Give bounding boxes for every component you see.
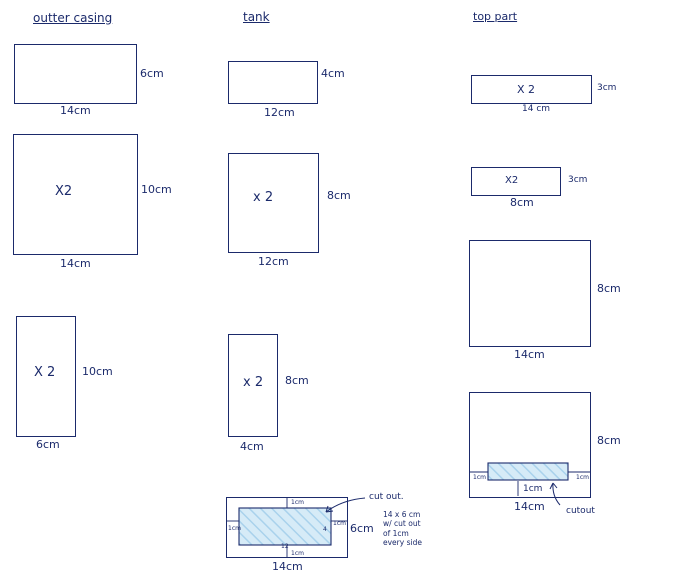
top-part-piece-1-width: 14 cm (522, 104, 551, 114)
outer-casing-piece-1 (14, 44, 137, 104)
top-part-cutout-margin-right: 1cm (576, 474, 589, 481)
outer-casing-piece-3 (16, 316, 76, 437)
tank-title: tank (243, 10, 270, 24)
outer-casing-piece-2-width: 14cm (60, 257, 91, 270)
top-part-cutout-height: 8cm (597, 434, 621, 447)
tank-cutout-margin-right: 1cm (333, 520, 346, 527)
tank-piece-2-count: x 2 (253, 190, 274, 205)
tank-cutout-width: 14cm (272, 560, 303, 573)
tank-piece-2-width: 12cm (258, 255, 289, 268)
tank-cutout-note: 14 x 6 cm w/ cut out of 1cm every side (383, 510, 422, 548)
top-part-piece-3-height: 8cm (597, 282, 621, 295)
outer-casing-piece-2-count: X2 (55, 184, 73, 199)
top-part-piece-3-width: 14cm (514, 348, 545, 361)
tank-piece-3-width: 4cm (240, 440, 264, 453)
top-part-piece-1-height: 3cm (597, 83, 617, 93)
tank-cutout-arrow-label: cut out. (369, 492, 404, 502)
tank-piece-3-height: 8cm (285, 374, 309, 387)
outer-casing-title: outter casing (33, 11, 113, 25)
top-part-piece-3 (469, 240, 591, 347)
top-part-cutout-margin-left: 1cm (473, 474, 486, 481)
outer-casing-piece-3-width: 6cm (36, 438, 60, 451)
tank-cutout-inner-width: 12 (281, 543, 289, 550)
tank-cutout-height: 6cm (350, 522, 374, 535)
tank-piece-1-width: 12cm (264, 106, 295, 119)
tank-piece-1-height: 4cm (321, 67, 345, 80)
outer-casing-piece-1-width: 14cm (60, 104, 91, 117)
top-part-cutout-width: 14cm (514, 500, 545, 513)
tank-cutout-piece (226, 497, 348, 558)
tank-cutout-margin-bottom: 1cm (291, 550, 304, 557)
tank-cutout-margin-left: 1cm (228, 525, 241, 532)
tank-piece-2-height: 8cm (327, 189, 351, 202)
tank-cutout-inner-height: 4 (323, 526, 327, 533)
top-part-piece-1 (471, 75, 592, 104)
top-part-piece-1-count: X 2 (517, 83, 536, 96)
top-part-piece-2-height: 3cm (568, 175, 588, 185)
top-part-cutout-piece (469, 392, 591, 498)
outer-casing-piece-3-count: X 2 (34, 365, 56, 380)
top-part-piece-2-count: X2 (505, 175, 519, 186)
outer-casing-piece-3-height: 10cm (82, 365, 113, 378)
top-part-cutout-margin-bottom: 1cm (523, 484, 543, 494)
top-part-title: top part (473, 10, 518, 23)
top-part-piece-2 (471, 167, 561, 196)
tank-piece-3-count: x 2 (243, 375, 264, 390)
outer-casing-piece-1-height: 6cm (140, 67, 164, 80)
tank-piece-3 (228, 334, 278, 437)
tank-cutout-margin-top: 1cm (291, 499, 304, 506)
top-part-cutout-arrow-label: cutout (566, 506, 595, 516)
outer-casing-piece-2 (13, 134, 138, 255)
top-part-piece-2-width: 8cm (510, 196, 534, 209)
outer-casing-piece-2-height: 10cm (141, 183, 172, 196)
tank-piece-1 (228, 61, 318, 104)
tank-piece-2 (228, 153, 319, 253)
